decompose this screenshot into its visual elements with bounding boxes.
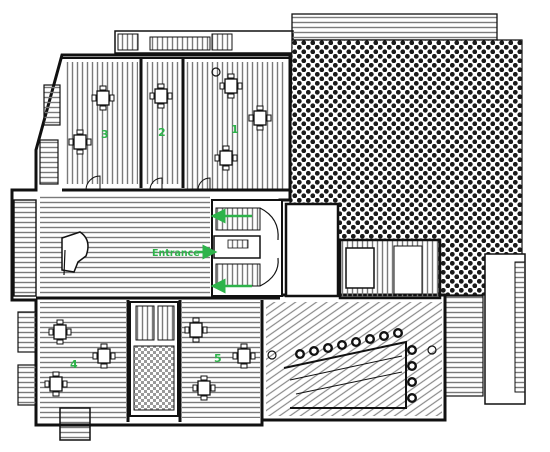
room-3-floor (66, 62, 138, 184)
room-4-floor (40, 302, 126, 420)
entrance-label: Entrance (152, 248, 200, 259)
right-stair (444, 295, 484, 397)
bottom-landing (59, 407, 91, 441)
service-room (284, 202, 340, 298)
room-label-3: 3 (101, 128, 109, 141)
piano-icon (61, 231, 89, 273)
top-balcony (114, 13, 498, 54)
room-2-floor (144, 62, 180, 184)
room-label-4: 4 (70, 358, 78, 371)
room-label-2: 2 (158, 126, 166, 139)
room-label-1: 1 (231, 123, 239, 136)
room-label-5: 5 (214, 352, 222, 365)
